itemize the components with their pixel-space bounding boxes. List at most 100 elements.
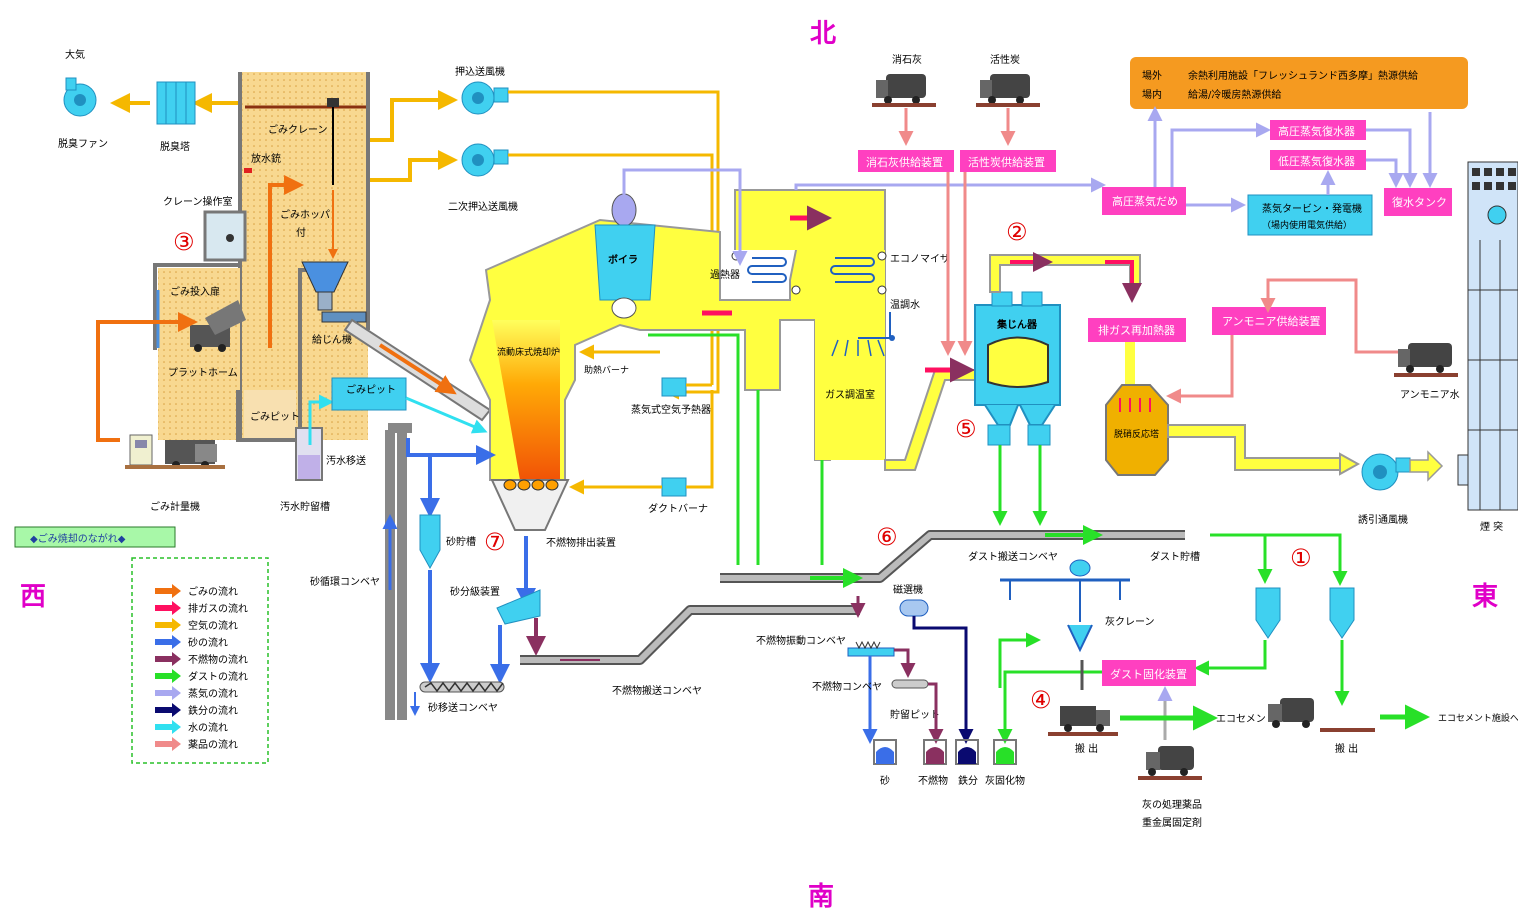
ammonia-feeder-label: アンモニア供給装置: [1222, 314, 1321, 328]
water-gun-icon: [244, 168, 252, 173]
carbon-label: 活性炭: [990, 53, 1020, 66]
legend-label: 砂の流れ: [188, 636, 228, 649]
carbon-feeder-label: 活性炭供給装置: [968, 155, 1045, 169]
ecocement-label: エコセメント: [1216, 713, 1276, 725]
bin-ash-icon: [994, 740, 1016, 764]
bin-iron-icon: [956, 740, 978, 764]
small-garbage-pit-label: ごみピット: [346, 383, 396, 396]
legend-label: ダストの流れ: [188, 670, 248, 683]
marker-1: ①: [1290, 544, 1312, 572]
lp-condenser-label: 低圧蒸気復水器: [1278, 154, 1355, 168]
vib-conveyor-label: 不燃物振動コンベヤ: [756, 634, 846, 647]
air-preheater-label: 蒸気式空気予熱器: [631, 403, 711, 416]
noncomb-main-conveyor-label: 不燃物搬送コンベヤ: [612, 684, 702, 697]
noncomb-conveyor-label: 不燃物コンベヤ: [812, 680, 882, 693]
sewage-transfer-label: 汚水移送: [326, 454, 366, 467]
sand-classifier-icon: [497, 590, 540, 624]
chem-truck-icon: [1138, 746, 1202, 780]
lime-truck-icon: [872, 74, 936, 107]
hopper-label: ごみホッパ: [280, 208, 330, 221]
ammonia-water-label: アンモニア水: [1400, 389, 1460, 401]
bin-sand-icon: [874, 740, 896, 764]
induced-fan-label: 誘引通風機: [1358, 513, 1408, 526]
air-flow-secondary: [370, 160, 450, 180]
forced-fan-label: 押込送風機: [455, 65, 505, 78]
dust-conveyor-label: ダスト搬送コンベヤ: [968, 550, 1058, 563]
lime-label: 消石灰: [892, 53, 922, 66]
stack-label: 煙 突: [1480, 520, 1503, 533]
feeder-icon: [322, 312, 366, 322]
secondary-fan-label: 二次押込送風機: [448, 200, 518, 213]
sewage-tank-label: 汚水貯留槽: [280, 500, 330, 513]
temp-water-label: 温調水: [890, 298, 920, 311]
dust-tank-2-icon: [1330, 588, 1354, 638]
legend-label: 鉄分の流れ: [188, 704, 238, 717]
iron-bin-label: 鉄分: [958, 774, 978, 787]
noncomb-main-conveyor: [520, 610, 860, 660]
superheater-label: 過熱器: [710, 268, 740, 281]
scale-truck-icon: [125, 435, 225, 469]
denox-label: 脱硝反応塔: [1114, 428, 1159, 440]
sand-classifier-label: 砂分級装置: [450, 585, 500, 598]
gas-cooler-label: ガス調温室: [825, 388, 875, 401]
ash-chem-label-2: 重金属固定剤: [1142, 816, 1202, 829]
marker-3: ③: [173, 228, 195, 256]
heat-row2-a: 場内: [1142, 88, 1162, 101]
storage-pit-label: 貯留ピット: [890, 708, 940, 721]
air-preheater-icon: [662, 378, 686, 396]
deodor-fan-icon: [64, 78, 96, 116]
noncomb-bin-label: 不燃物: [918, 774, 948, 787]
condensate-tank-label: 復水タンク: [1392, 196, 1447, 209]
legend-label: 蒸気の流れ: [188, 687, 238, 700]
legend-label: 薬品の流れ: [188, 738, 238, 751]
stack-icon: [1458, 162, 1518, 510]
legend-label: ごみの流れ: [188, 585, 238, 598]
heat-supply-box: [1130, 57, 1468, 109]
deodor-tower-icon: [157, 82, 195, 124]
induced-fan-icon: [1362, 454, 1410, 490]
scale-label: ごみ計量機: [150, 500, 200, 513]
sand-conveyor-label: 砂移送コンベヤ: [428, 701, 498, 714]
ammonia-truck-icon: [1394, 343, 1458, 377]
south-label: 南: [808, 882, 834, 912]
garbage-crane-label: ごみクレーン: [268, 123, 328, 136]
marker-7: ⑦: [484, 528, 506, 556]
duct-burner-icon: [662, 478, 686, 496]
secondary-fan-icon: [462, 144, 508, 176]
legend-label: 水の流れ: [188, 721, 228, 734]
east-label: 東: [1472, 582, 1498, 612]
legend-label: 排ガスの流れ: [188, 602, 248, 615]
bag-filter-icon: [975, 292, 1060, 445]
dump-truck-icon: [1048, 706, 1118, 736]
noncomb-conveyor-icon: [892, 680, 928, 688]
turbine-label: 蒸気タービン・発電機: [1262, 202, 1362, 215]
bag-filter-label: 集じん器: [996, 318, 1038, 331]
dust-conveyor: [720, 535, 1185, 578]
ecocement-truck-icon: [1268, 698, 1375, 732]
crane-room: [205, 212, 245, 260]
gas-reheater-label: 排ガス再加熱器: [1098, 323, 1175, 337]
west-label: 西: [20, 582, 46, 612]
feeder-label: 給じん機: [312, 333, 352, 346]
input-door-label: ごみ投入扉: [170, 285, 220, 298]
platform-label: プラットホーム: [168, 367, 238, 379]
deodor-tower-label: 脱臭塔: [160, 140, 190, 153]
marker-4: ④: [1030, 686, 1052, 714]
dust-solidifier-label: ダスト固化装置: [1110, 667, 1187, 681]
steam-header-label: 高圧蒸気だめ: [1112, 194, 1178, 208]
legend-label: 不燃物の流れ: [188, 653, 248, 666]
economizer-label: エコノマイザ: [890, 253, 950, 265]
dust-line-1: [648, 335, 738, 565]
carry-out-label: 搬 出: [1075, 742, 1098, 755]
duct-burner-label: ダクトバーナ: [648, 502, 708, 515]
title-text: ◆ごみ焼却のながれ◆: [30, 532, 126, 545]
carry-out-2-label: 搬 出: [1335, 742, 1358, 755]
marker-6: ⑥: [876, 523, 898, 551]
dust-tank-label: ダスト貯槽: [1150, 550, 1200, 563]
garbage-pit-label: ごみピット: [250, 410, 300, 423]
operator-icon: [226, 234, 234, 242]
water-gun-label: 放水銃: [251, 152, 281, 165]
dust-tank-1-icon: [1256, 588, 1280, 638]
forced-fan-icon: [462, 82, 508, 114]
